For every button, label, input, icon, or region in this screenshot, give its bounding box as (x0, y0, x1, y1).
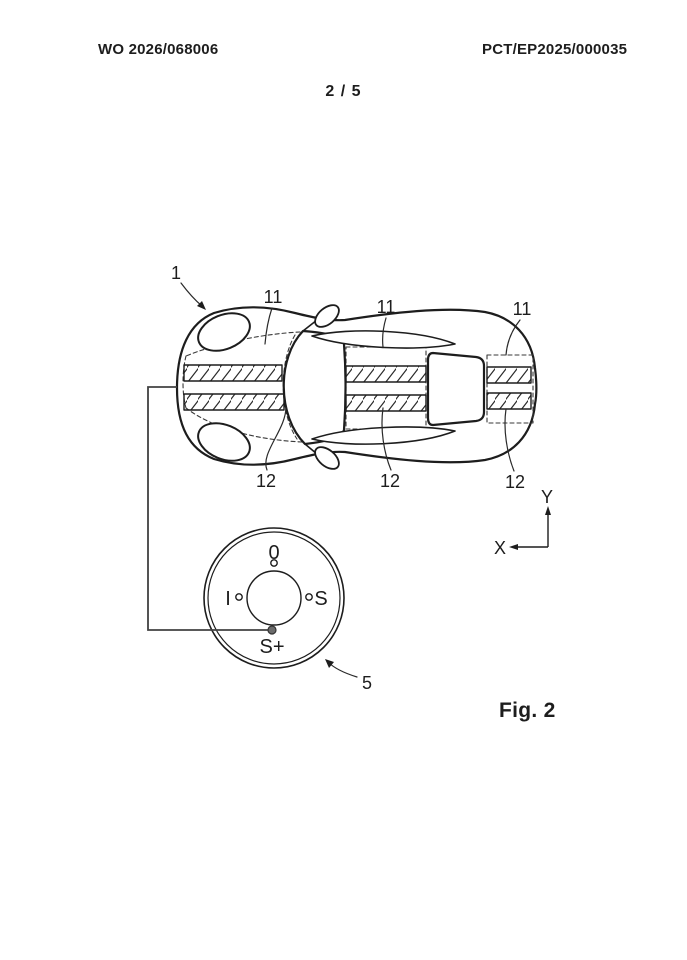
axis-y-arrowhead (545, 506, 551, 515)
side-window-upper (311, 330, 456, 349)
car-top-view (175, 304, 538, 470)
mode-selector-dial: 0 I S S+ (203, 527, 345, 669)
ref-12-leader-1 (265, 406, 287, 471)
stripe-front-upper (183, 364, 283, 382)
coordinate-axes (509, 506, 551, 550)
side-window-lower (311, 426, 456, 445)
dial-label-0: 0 (268, 542, 279, 564)
reference-annotations (180, 282, 521, 678)
stripe-rear-lower (486, 392, 532, 410)
ref-5-arrow (327, 661, 358, 678)
headlight-lower (197, 422, 251, 462)
decor-stripes (183, 364, 532, 412)
dial-label-i: I (225, 588, 231, 610)
car-body-outline (175, 306, 538, 466)
dial-position-dot-s-plus (267, 625, 277, 635)
dial-position-dot-0 (270, 559, 278, 567)
application-number: PCT/EP2025/000035 (482, 41, 628, 58)
publication-number: WO 2026/068006 (98, 41, 219, 58)
ref-11-leader-3 (505, 319, 521, 356)
ref-12-label-2: 12 (380, 471, 400, 491)
ref-11-label-2: 11 (377, 297, 396, 317)
dial-inner-ring (207, 531, 341, 665)
figure-caption: Fig. 2 (499, 699, 556, 722)
ref-12-leader-3 (504, 408, 515, 472)
ref-5-arrowhead (325, 659, 334, 668)
dial-label-s: S (314, 588, 327, 610)
ref-11-leader-2 (382, 317, 387, 348)
ref-12-leader-2 (381, 407, 392, 471)
ref-1-arrow (180, 282, 203, 307)
rear-window (426, 351, 486, 427)
page-indicator: 2 / 5 (325, 83, 362, 100)
headlight-upper (197, 312, 251, 352)
stripe-front-lower (183, 393, 285, 411)
ref-11-label-3: 11 (513, 299, 532, 319)
axis-x-arrowhead (509, 544, 518, 550)
rear-cover-dashed-rect (486, 354, 534, 424)
dial-label-s-plus: S+ (259, 636, 284, 658)
ref-1-label: 1 (171, 263, 181, 283)
link-line (147, 386, 277, 635)
dial-knob-circle (246, 570, 302, 626)
stripe-middle-lower (345, 394, 427, 412)
ref-1-arrowhead (197, 301, 206, 310)
dial-position-dot-i (235, 593, 243, 601)
dial-position-dot-s (305, 593, 313, 601)
ref-5-label: 5 (362, 673, 372, 693)
ref-11-label-1: 11 (264, 287, 283, 307)
axis-x-label: X (494, 538, 506, 558)
stripe-middle-upper (345, 365, 427, 383)
ref-12-label-3: 12 (505, 472, 525, 492)
mirror-upper (314, 304, 340, 328)
ref-11-leader-1 (264, 307, 273, 345)
mirror-lower (314, 446, 340, 470)
ref-12-label-1: 12 (256, 471, 276, 491)
axis-y-label: Y (541, 487, 553, 507)
windshield (282, 329, 347, 446)
stripe-rear-upper (486, 366, 532, 384)
